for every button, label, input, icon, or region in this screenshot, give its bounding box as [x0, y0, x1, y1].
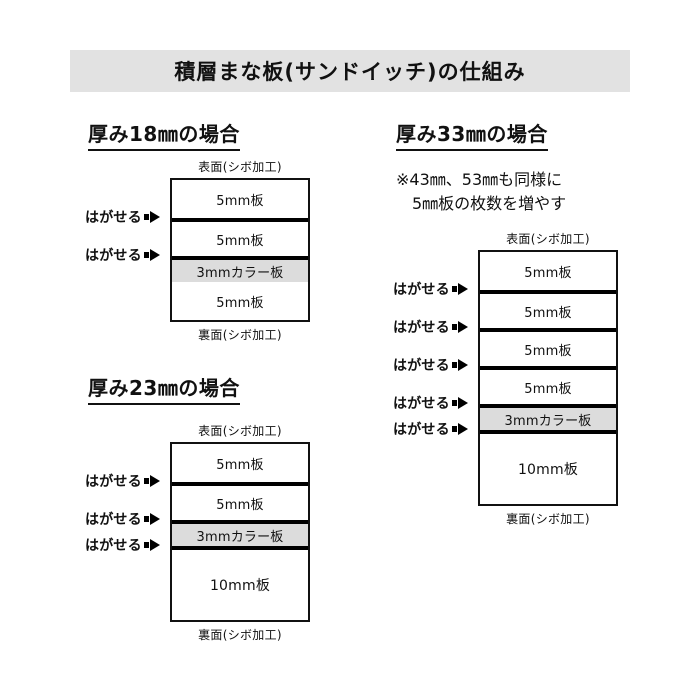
peel-label: はがせる	[85, 248, 142, 264]
page-title: 積層まな板(サンドイッチ)の仕組み	[174, 60, 526, 84]
layer-33-6: 10mm板	[480, 430, 616, 504]
layer-label: 5mm板	[216, 497, 264, 513]
layer-23-4: 10mm板	[172, 546, 308, 620]
right-arrow-icon	[149, 249, 160, 261]
note-line-1: ※43㎜、53㎜も同様に	[396, 170, 563, 189]
arrow-stem	[143, 252, 149, 258]
peel-label: はがせる	[85, 210, 142, 226]
layer-label: 3mmカラー板	[504, 413, 592, 429]
arrow-stem	[451, 286, 457, 292]
stack-diagram-33: 表面(シボ加工) 5mm板 5mm板 5mm板 5mm板 3mmカラー板 10m…	[478, 230, 618, 527]
layer-label: 5mm板	[524, 381, 572, 397]
arrow-stem	[143, 214, 149, 220]
layer-label: 5mm板	[216, 457, 264, 473]
layer-label: 5mm板	[524, 343, 572, 359]
layer-label: 5mm板	[216, 295, 264, 311]
right-arrow-icon	[457, 359, 468, 371]
peel-marker-23-3: はがせる	[85, 535, 160, 555]
peel-label: はがせる	[85, 538, 142, 554]
right-arrow-icon	[457, 283, 468, 295]
peel-label: はがせる	[393, 396, 450, 412]
peel-label: はがせる	[85, 474, 142, 490]
peel-marker-33-1: はがせる	[393, 279, 468, 299]
peel-marker-33-3: はがせる	[393, 355, 468, 375]
peel-label: はがせる	[393, 358, 450, 374]
section-heading-18: 厚み18㎜の場合	[88, 118, 240, 151]
peel-marker-33-4: はがせる	[393, 393, 468, 413]
layer-label: 10mm板	[209, 578, 271, 594]
right-arrow-icon	[149, 539, 160, 551]
section-thickness-18: 厚み18㎜の場合	[88, 118, 240, 151]
peel-marker-18-1: はがせる	[85, 207, 160, 227]
stack-box-23: 5mm板 5mm板 3mmカラー板 10mm板	[170, 442, 310, 622]
peel-marker-18-2: はがせる	[85, 245, 160, 265]
arrow-stem	[451, 400, 457, 406]
right-arrow-icon	[457, 423, 468, 435]
section-thickness-23: 厚み23㎜の場合	[88, 372, 240, 405]
bottom-face-label-18: 裏面(シボ加工)	[198, 328, 282, 342]
layer-18-1: 5mm板	[172, 180, 308, 218]
layer-label: 10mm板	[517, 462, 579, 478]
right-arrow-icon	[149, 513, 160, 525]
top-face-label-18: 表面(シボ加工)	[198, 160, 282, 174]
peel-marker-33-2: はがせる	[393, 317, 468, 337]
layer-23-1: 5mm板	[172, 444, 308, 482]
stack-diagram-18: 表面(シボ加工) 5mm板 5mm板 3mmカラー板 5mm板 裏面(シボ加工)	[170, 158, 310, 343]
note-line-2: 5㎜板の枚数を増やす	[412, 194, 567, 213]
peel-label: はがせる	[393, 422, 450, 438]
layer-33-1: 5mm板	[480, 252, 616, 290]
layer-23-2: 5mm板	[172, 482, 308, 520]
right-arrow-icon	[149, 475, 160, 487]
layer-label: 5mm板	[524, 305, 572, 321]
layer-label: 5mm板	[524, 265, 572, 281]
arrow-stem	[451, 324, 457, 330]
arrow-stem	[143, 516, 149, 522]
layer-label: 3mmカラー板	[196, 265, 284, 281]
peel-marker-23-2: はがせる	[85, 509, 160, 529]
peel-label: はがせる	[85, 512, 142, 528]
layer-23-3-color: 3mmカラー板	[172, 520, 308, 546]
bottom-face-label-33: 裏面(シボ加工)	[506, 512, 590, 526]
peel-label: はがせる	[393, 282, 450, 298]
top-face-label-23: 表面(シボ加工)	[198, 424, 282, 438]
layer-label: 5mm板	[216, 233, 264, 249]
layer-33-4: 5mm板	[480, 366, 616, 404]
layer-label: 3mmカラー板	[196, 529, 284, 545]
bottom-face-label-23: 裏面(シボ加工)	[198, 628, 282, 642]
section-thickness-33: 厚み33㎜の場合	[396, 118, 548, 151]
section-heading-33: 厚み33㎜の場合	[396, 118, 548, 151]
layer-18-2: 5mm板	[172, 218, 308, 256]
stack-diagram-23: 表面(シボ加工) 5mm板 5mm板 3mmカラー板 10mm板 裏面(シボ加工…	[170, 422, 310, 643]
arrow-stem	[143, 478, 149, 484]
arrow-stem	[451, 362, 457, 368]
arrow-stem	[143, 542, 149, 548]
page-title-band: 積層まな板(サンドイッチ)の仕組み	[70, 50, 630, 92]
layer-33-5-color: 3mmカラー板	[480, 404, 616, 430]
arrow-stem	[451, 426, 457, 432]
section-note-33: ※43㎜、53㎜も同様に 5㎜板の枚数を増やす	[396, 168, 566, 216]
top-face-label-33: 表面(シボ加工)	[506, 232, 590, 246]
right-arrow-icon	[457, 397, 468, 409]
layer-33-3: 5mm板	[480, 328, 616, 366]
layer-18-3-color: 3mmカラー板	[172, 256, 308, 282]
layer-18-4: 5mm板	[172, 282, 308, 320]
section-heading-23: 厚み23㎜の場合	[88, 372, 240, 405]
peel-marker-23-1: はがせる	[85, 471, 160, 491]
stack-box-18: 5mm板 5mm板 3mmカラー板 5mm板	[170, 178, 310, 322]
right-arrow-icon	[457, 321, 468, 333]
peel-marker-33-5: はがせる	[393, 419, 468, 439]
right-arrow-icon	[149, 211, 160, 223]
stack-box-33: 5mm板 5mm板 5mm板 5mm板 3mmカラー板 10mm板	[478, 250, 618, 506]
peel-label: はがせる	[393, 320, 450, 336]
layer-33-2: 5mm板	[480, 290, 616, 328]
layer-label: 5mm板	[216, 193, 264, 209]
